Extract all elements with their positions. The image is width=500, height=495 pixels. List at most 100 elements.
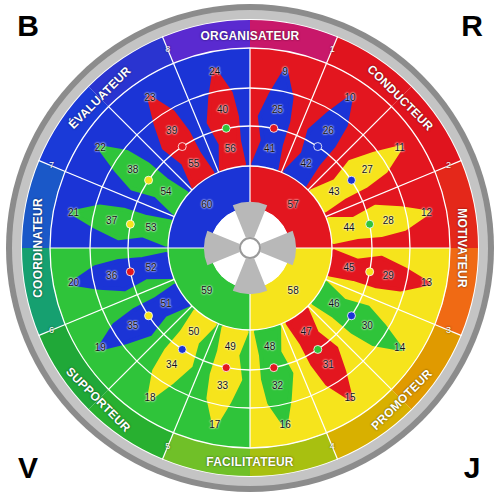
- cell-number: 31: [323, 360, 334, 370]
- outer-rim-inner: [12, 10, 488, 486]
- cell-number: 53: [145, 223, 156, 233]
- cell-number: 24: [209, 67, 220, 77]
- cell-number: 28: [383, 216, 394, 226]
- radial-line: [65, 279, 174, 324]
- cell-number: 13: [421, 278, 432, 288]
- role-name: COORDINATEUR: [31, 198, 45, 298]
- cell-number: 23: [144, 93, 155, 103]
- cell-number: 35: [127, 321, 138, 331]
- cell-number: 15: [344, 393, 355, 403]
- cell-number: 59: [201, 286, 212, 296]
- cell-number: 32: [272, 381, 283, 391]
- cell-number: 56: [225, 144, 236, 154]
- role-name: MOTIVATEUR: [455, 208, 469, 288]
- cell-number: 60: [201, 200, 212, 210]
- cell-number: 14: [394, 343, 405, 353]
- cell-number: 33: [217, 381, 228, 391]
- centre-blade: [260, 231, 296, 265]
- cell-number: 21: [68, 208, 79, 218]
- role-band-segment: MOTIVATEUR: [454, 208, 472, 288]
- cell-number: 48: [264, 342, 275, 352]
- colour-corner-letter: B: [17, 11, 39, 41]
- cell-number: 43: [328, 187, 339, 197]
- cell-number: 47: [301, 327, 312, 337]
- cell-number: 38: [127, 165, 138, 175]
- boundary-number: 2: [446, 161, 451, 170]
- cell-number: 58: [288, 286, 299, 296]
- marker-dot: [347, 312, 355, 320]
- marker-dot: [270, 124, 278, 132]
- cell-number: 16: [280, 420, 291, 430]
- colour-corner-letter: J: [464, 453, 481, 483]
- colour-cell: [173, 48, 250, 172]
- band-divider: [162, 36, 173, 63]
- radial-line: [308, 107, 391, 190]
- cell-number: 22: [95, 143, 106, 153]
- cell-number: 51: [161, 299, 172, 309]
- marker-dot: [145, 312, 153, 320]
- cell-number: 57: [288, 200, 299, 210]
- cell-number: 42: [301, 159, 312, 169]
- marker-dot: [145, 176, 153, 184]
- marker-dot: [178, 345, 186, 353]
- cell-number: 30: [362, 321, 373, 331]
- band-divider: [38, 325, 65, 336]
- cell-number: 52: [145, 263, 156, 273]
- radial-line: [326, 171, 435, 216]
- cell-number: 50: [188, 327, 199, 337]
- band-divider: [435, 160, 462, 171]
- boundary-number: 6: [49, 326, 54, 335]
- cell-number: 17: [209, 420, 220, 430]
- cell-number: 27: [362, 165, 373, 175]
- cell-number: 40: [217, 105, 228, 115]
- boundary-number: 5: [165, 442, 170, 451]
- role-name: FACILITATEUR: [206, 455, 293, 469]
- marker-dot: [366, 220, 374, 228]
- colour-cell: [250, 324, 327, 448]
- cell-number: 29: [383, 271, 394, 281]
- radial-line: [109, 107, 192, 190]
- boundary-number: 8: [165, 45, 170, 54]
- marker-dot: [222, 364, 230, 372]
- colour-cell: [326, 171, 450, 248]
- radial-line: [308, 306, 391, 389]
- role-band-segment: ORGANISATEUR: [201, 26, 300, 44]
- cell-number: 49: [225, 342, 236, 352]
- cell-number: 10: [344, 93, 355, 103]
- boundary-number: 3: [446, 326, 451, 335]
- marker-dot: [314, 143, 322, 151]
- colour-tongue: [209, 70, 244, 170]
- cell-number: 55: [188, 159, 199, 169]
- band-divider: [327, 36, 338, 63]
- rim-edge: [21, 19, 479, 477]
- boundary-number: 7: [49, 161, 54, 170]
- radial-line: [65, 171, 174, 216]
- cell-number: 37: [106, 216, 117, 226]
- marker-dot: [126, 268, 134, 276]
- role-name: ORGANISATEUR: [201, 29, 300, 43]
- cell-number: 19: [95, 343, 106, 353]
- radial-line: [326, 279, 435, 324]
- centre-blade: [204, 231, 240, 265]
- centre-hub: [240, 238, 260, 258]
- marker-dot: [178, 143, 186, 151]
- colour-tongue: [256, 327, 291, 427]
- cell-number: 25: [272, 105, 283, 115]
- colour-tongue: [72, 206, 171, 244]
- radial-line: [281, 63, 326, 172]
- marker-dot: [314, 345, 322, 353]
- cell-number: 36: [106, 271, 117, 281]
- colour-tongue: [253, 70, 291, 169]
- cell-number: 9: [282, 67, 288, 77]
- cell-number: 18: [144, 393, 155, 403]
- colour-corner-letter: V: [18, 453, 38, 483]
- role-band-segment: FACILITATEUR: [206, 452, 293, 470]
- band-divider: [327, 433, 338, 460]
- radial-line: [109, 306, 192, 389]
- marker-dot: [366, 268, 374, 276]
- cell-number: 54: [161, 187, 172, 197]
- radial-line: [281, 324, 326, 433]
- centre-blade: [233, 258, 267, 294]
- outer-rim: [6, 4, 494, 492]
